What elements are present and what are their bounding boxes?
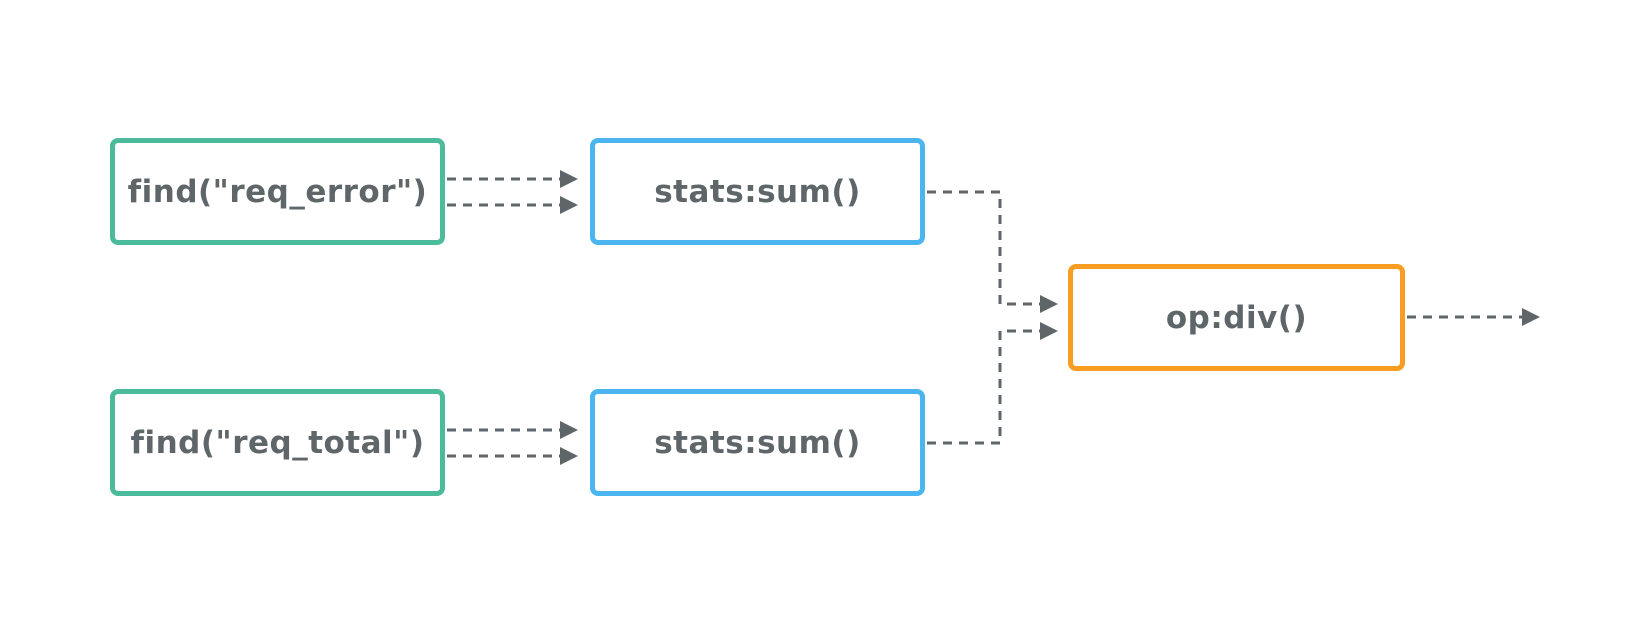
- node-stats-sum-2[interactable]: stats:sum(): [590, 389, 925, 496]
- edge-sum-2-to-div: [927, 322, 1058, 445]
- node-label: stats:sum(): [654, 173, 861, 210]
- node-find-req-error[interactable]: find("req_error"): [110, 138, 445, 245]
- node-find-req-total[interactable]: find("req_total"): [110, 389, 445, 496]
- node-op-div[interactable]: op:div(): [1068, 264, 1405, 371]
- node-stats-sum-1[interactable]: stats:sum(): [590, 138, 925, 245]
- node-label: find("req_total"): [130, 424, 425, 461]
- edge-find-total-to-sum-2: [447, 421, 578, 465]
- node-label: stats:sum(): [654, 424, 861, 461]
- edge-sum-1-to-div: [927, 190, 1058, 313]
- edge-find-error-to-sum-1: [447, 170, 578, 214]
- node-label: find("req_error"): [127, 173, 428, 210]
- node-label: op:div(): [1165, 299, 1308, 336]
- edge-div-to-output: [1407, 308, 1540, 326]
